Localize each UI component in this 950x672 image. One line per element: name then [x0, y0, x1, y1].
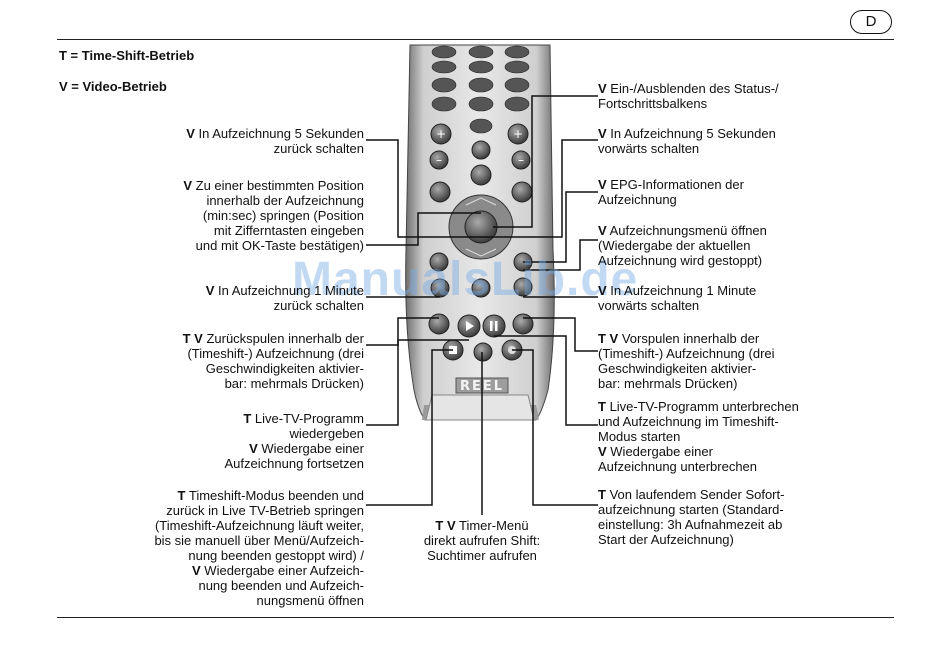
label-stop: T Timeshift-Modus beenden und zurück in …	[154, 488, 364, 608]
label-back-1min: V In Aufzeichnung 1 Minute zurück schalt…	[205, 283, 364, 313]
svg-text:–: –	[518, 153, 524, 167]
svg-text:+: +	[436, 127, 446, 141]
label-forward-1min: V In Aufzeichnung 1 Minute vorwärts scha…	[598, 283, 757, 313]
label-rewind: T V Zurückspulen innerhalb der (Timeshif…	[182, 331, 364, 391]
watermark: ManualsLib.de	[292, 253, 639, 306]
legend-timeshift: T = Time-Shift-Betrieb	[59, 48, 195, 63]
bottom-rule	[57, 617, 894, 618]
label-epg-info: V EPG-Informationen der Aufzeichnung	[598, 177, 744, 207]
label-status-bar: V Ein-/Ausblenden des Status-/ Fortschri…	[598, 81, 779, 111]
number-buttons	[431, 45, 530, 134]
label-fast-forward: T V Vorspulen innerhalb der (Timeshift-)…	[598, 331, 775, 391]
leader-lines	[366, 95, 598, 515]
svg-text:–: –	[436, 153, 442, 167]
label-recording-menu: V Aufzeichnungsmenü öffnen (Wiedergabe d…	[598, 223, 767, 268]
navigation-ring	[448, 194, 514, 260]
label-forward-5s: V In Aufzeichnung 5 Sekunden vorwärts sc…	[598, 126, 776, 156]
label-back-5s: V In Aufzeichnung 5 Sekunden zurück scha…	[186, 126, 364, 156]
legend-video: V = Video-Betrieb	[59, 79, 167, 94]
language-badge: D	[850, 10, 892, 34]
label-record: T Von laufendem Sender Sofort- aufzeichn…	[598, 487, 785, 547]
svg-text:+: +	[513, 127, 523, 141]
remote-brand: REEL	[460, 379, 504, 394]
top-rule	[57, 39, 894, 40]
label-pause: T Live-TV-Programm unterbrechen und Aufz…	[598, 399, 799, 474]
label-timer-menu: T V Timer-Menü direkt aufrufen Shift: Su…	[423, 518, 541, 563]
label-jump-position: V Zu einer bestimmten Position innerhalb…	[183, 178, 364, 253]
vol-ch-buttons: + + – –	[429, 123, 531, 170]
